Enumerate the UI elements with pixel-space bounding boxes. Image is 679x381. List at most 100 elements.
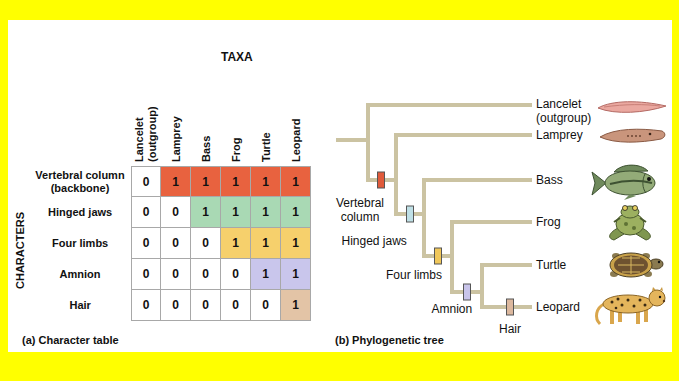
frog-illustration (632, 226, 636, 230)
turtle-illustration (610, 253, 663, 277)
table-cell: 1 (251, 228, 281, 259)
table-cell: 0 (131, 166, 161, 197)
frog-illustration (633, 206, 638, 211)
axis-title: CHARACTERS (14, 212, 27, 289)
table-cell: 1 (221, 228, 251, 259)
table-cell: 0 (161, 259, 191, 290)
character-name: Hinged jaws (48, 206, 112, 219)
table-cell: 1 (281, 197, 311, 228)
leopard-illustration (597, 304, 604, 324)
table-cell: 0 (161, 290, 191, 321)
table-cell: 0 (131, 290, 161, 321)
table-cell: 1 (281, 228, 311, 259)
table-cell: 1 (191, 197, 221, 228)
taxon-label: Frog (536, 215, 561, 229)
table-cell: 1 (281, 166, 311, 197)
bass-illustration (592, 165, 655, 200)
bass-illustration (643, 174, 646, 193)
lancelet-illustration (604, 105, 660, 107)
bass-illustration (647, 177, 651, 181)
leopard-illustration (611, 301, 614, 304)
axis-title: TAXA (221, 50, 253, 64)
table-cell: 0 (221, 259, 251, 290)
table-cell: 0 (131, 197, 161, 228)
character-label: Hair (499, 322, 521, 336)
lamprey-illustration (627, 135, 629, 137)
lamprey-illustration (649, 133, 652, 136)
leopard-illustration (621, 304, 624, 307)
table-cell: 0 (191, 290, 221, 321)
frog-illustration (610, 206, 651, 241)
table-cell: 1 (281, 259, 311, 290)
leopard-illustration (644, 304, 647, 307)
frog-illustration (623, 206, 628, 211)
table-cell: 1 (191, 166, 221, 197)
leopard-illustration (615, 307, 618, 310)
frog-illustration (621, 206, 639, 218)
character-label: Four limbs (386, 268, 442, 282)
turtle-illustration (610, 253, 652, 277)
leopard-illustration (639, 299, 642, 302)
character-name: Hair (70, 299, 91, 312)
character-name: Amnion (60, 268, 101, 281)
taxon-header: Turtle (260, 132, 273, 162)
taxon-label: Lancelet (outgroup) (536, 97, 608, 126)
leopard-illustration (663, 300, 665, 302)
table-cell: 0 (131, 259, 161, 290)
leopard-illustration (652, 287, 663, 291)
table-cell: 1 (161, 166, 191, 197)
lamprey-illustration (600, 129, 665, 142)
bass-illustration (610, 181, 652, 184)
frog-illustration (624, 222, 628, 226)
lamprey-illustration (631, 135, 633, 137)
character-label: Amnion (432, 302, 473, 316)
taxon-header: Bass (200, 136, 213, 162)
bass-illustration (605, 171, 655, 195)
table-cell: 0 (251, 290, 281, 321)
lancelet-illustration (598, 102, 666, 113)
table-cell: 1 (281, 290, 311, 321)
table-cell: 0 (131, 228, 161, 259)
character-label: Hinged jaws (342, 234, 407, 248)
taxon-label: Turtle (536, 258, 566, 272)
taxon-header: Lancelet (outgroup) (133, 98, 159, 162)
character-marker (435, 248, 442, 264)
bass-illustration (592, 172, 606, 195)
table-cell: 0 (161, 228, 191, 259)
taxon-header: Lamprey (170, 116, 183, 162)
taxon-header: Leopard (290, 119, 303, 162)
character-marker (464, 284, 471, 300)
leopard-illustration (659, 296, 661, 298)
taxon-label: Lamprey (536, 128, 583, 142)
character-name: Vertebral column (backbone) (32, 169, 128, 195)
character-marker (507, 299, 514, 315)
lancelet-illustration (598, 102, 666, 113)
table-cell: 1 (251, 197, 281, 228)
table-cell: 0 (221, 290, 251, 321)
character-name: Four limbs (52, 237, 108, 250)
lamprey-illustration (635, 135, 637, 137)
table-cell: 0 (191, 228, 221, 259)
leopard-illustration (617, 298, 620, 301)
leopard-illustration (649, 290, 665, 306)
leopard-illustration (597, 287, 666, 324)
character-label: Vertebral column (331, 196, 389, 225)
panel-caption: (b) Phylogenetic tree (335, 334, 444, 347)
table-cell: 1 (251, 259, 281, 290)
table-cell: 1 (251, 166, 281, 197)
table-cell: 1 (221, 166, 251, 197)
frog-illustration (614, 218, 646, 222)
table-cell: 1 (221, 197, 251, 228)
taxon-header: Frog (230, 138, 243, 162)
character-marker (378, 172, 385, 188)
leopard-illustration (633, 305, 636, 308)
taxon-label: Bass (536, 173, 563, 187)
leopard-illustration (603, 295, 653, 313)
leopard-illustration (627, 299, 630, 302)
character-marker (407, 206, 414, 222)
table-cell: 0 (191, 259, 221, 290)
panel-background (8, 20, 672, 352)
turtle-illustration (614, 256, 648, 275)
turtle-illustration (658, 261, 660, 263)
